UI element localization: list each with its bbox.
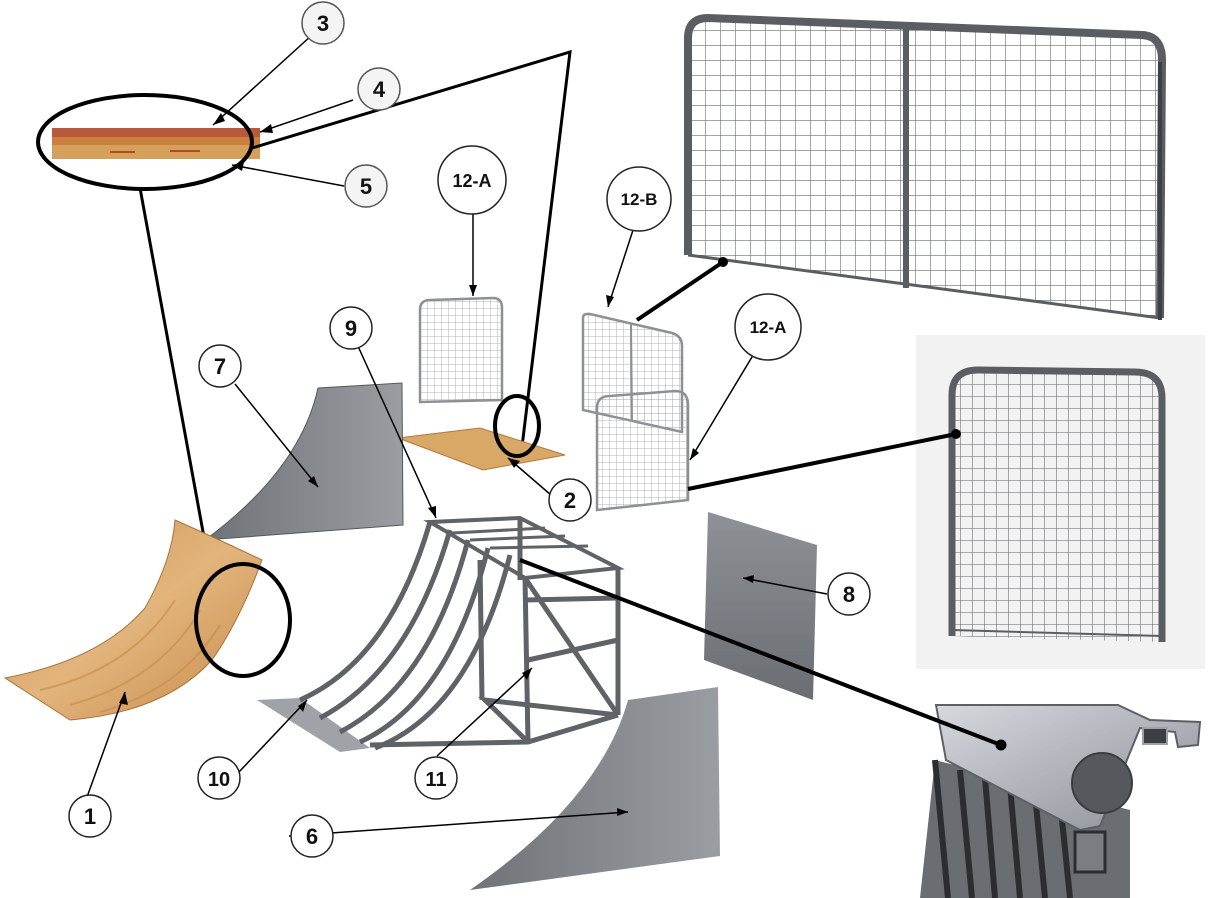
- callout-9: 9: [329, 306, 373, 350]
- callout-label: 4: [373, 77, 386, 102]
- callout-label: 11: [425, 769, 446, 791]
- callout-8: 8: [827, 572, 871, 616]
- callout-label: 10: [208, 769, 230, 791]
- callout-6: 6: [290, 814, 334, 858]
- callout-label: 6: [306, 824, 318, 849]
- arrowheads: [119, 113, 754, 816]
- wood-ramp: [3, 519, 263, 721]
- callout-3: 3: [301, 1, 345, 45]
- side-sheet-6: [470, 687, 720, 890]
- callout-10: 10: [197, 756, 241, 800]
- callout-label: 8: [843, 582, 855, 607]
- side-sheet-7: [203, 382, 404, 541]
- callout-label: 3: [317, 11, 329, 36]
- layer-bottom: [52, 145, 260, 159]
- coping-detail: [837, 698, 1213, 898]
- mesh-panel-12a-center: [418, 296, 504, 404]
- callout-label: 9: [345, 316, 357, 341]
- callout-12b: 12-B: [606, 166, 672, 232]
- callout-label: 2: [564, 488, 576, 513]
- layer-middle: [52, 137, 260, 145]
- detail-leader-lines: [138, 49, 572, 571]
- deck-detail-ellipse: [493, 394, 541, 458]
- callout-label: 12-B: [621, 190, 658, 209]
- callout-label: 12-A: [750, 318, 787, 337]
- mesh-panel-12a-right: [595, 389, 690, 512]
- deck-plate: [397, 427, 566, 471]
- back-sheet-8: [704, 512, 817, 700]
- layer-detail: [36, 93, 260, 191]
- callout-arrows: [86, 34, 828, 837]
- component-leader-lines: [519, 257, 1007, 751]
- layer-grain: [110, 150, 200, 153]
- leader-detail-to-deck: [251, 49, 572, 456]
- callout-2: 2: [548, 478, 592, 522]
- layer-detail-ellipse: [36, 93, 254, 191]
- callout-label: 7: [214, 354, 226, 379]
- callout-label: 5: [360, 174, 372, 199]
- mesh-panel-right: [948, 366, 1166, 642]
- ramp-detail-ellipse: [194, 562, 292, 678]
- callout-11: 11: [414, 756, 458, 800]
- callout-label: 12-A: [452, 171, 491, 191]
- callout-4: 4: [357, 67, 401, 111]
- layer-top: [52, 128, 260, 137]
- steel-frame: [257, 515, 625, 752]
- callout-12a-right: 12-A: [734, 293, 802, 361]
- mesh-panel-large: [684, 13, 1167, 320]
- callout-7: 7: [198, 344, 242, 388]
- callout-12a-center: 12-A: [437, 145, 507, 215]
- callout-5: 5: [344, 164, 388, 208]
- callout-1: 1: [68, 794, 112, 838]
- leader-detail-to-ramp: [138, 187, 212, 571]
- callout-label: 1: [84, 804, 96, 829]
